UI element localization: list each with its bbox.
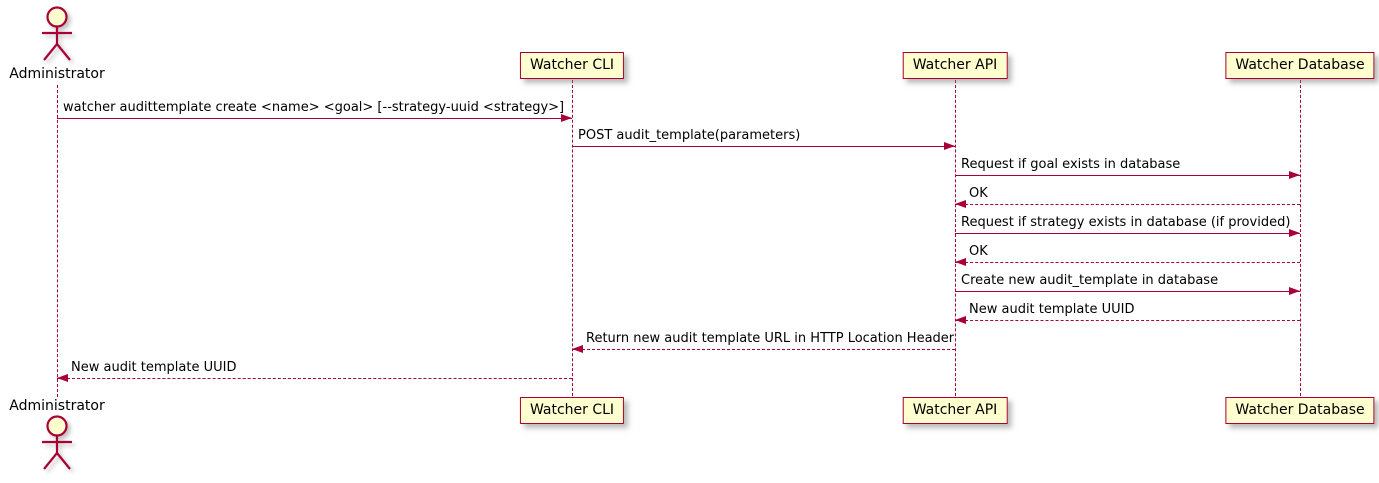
- message-line-solid: [955, 291, 1300, 292]
- arrowhead-left-icon: [955, 200, 966, 208]
- message-label: New audit template UUID: [71, 360, 237, 375]
- lifeline-administrator: [57, 85, 58, 397]
- actor-figure-top: [42, 6, 72, 61]
- message-label: Return new audit template URL in HTTP Lo…: [586, 331, 955, 346]
- arrowhead-right-icon: [1289, 287, 1300, 295]
- arrowhead-left-icon: [955, 258, 966, 266]
- actor-label-top: Administrator: [9, 66, 105, 82]
- message-label: Request if goal exists in database: [961, 157, 1181, 172]
- arrowhead-right-icon: [561, 114, 572, 122]
- message-label: OK: [969, 186, 988, 201]
- arrowhead-right-icon: [1289, 229, 1300, 237]
- message-label: Request if strategy exists in database (…: [961, 215, 1291, 230]
- message-label: Create new audit_template in database: [961, 273, 1219, 288]
- message-line-solid: [955, 175, 1300, 176]
- message-line-solid: [955, 233, 1300, 234]
- arrowhead-left-icon: [572, 345, 583, 353]
- message-label: New audit template UUID: [969, 302, 1135, 317]
- arrowhead-left-icon: [955, 316, 966, 324]
- lifeline-watcher-cli: [572, 80, 573, 396]
- message-label: watcher audittemplate create <name> <goa…: [63, 100, 565, 115]
- actor-figure-bottom: [42, 415, 72, 470]
- message-line-dashed: [572, 349, 955, 350]
- message-line-dashed: [955, 262, 1300, 263]
- arrowhead-left-icon: [57, 374, 68, 382]
- participant-box-watcher-database: Watcher Database: [1225, 52, 1375, 79]
- participant-box-watcher-cli: Watcher CLI: [519, 52, 625, 79]
- participant-box-watcher-api: Watcher API: [902, 52, 1008, 79]
- participant-box-watcher-database: Watcher Database: [1225, 397, 1375, 424]
- message-line-solid: [572, 146, 955, 147]
- message-label: OK: [969, 244, 988, 259]
- lifeline-watcher-api: [955, 80, 956, 396]
- arrowhead-right-icon: [1289, 171, 1300, 179]
- participant-box-watcher-api: Watcher API: [902, 397, 1008, 424]
- arrowhead-right-icon: [944, 142, 955, 150]
- actor-label-bottom: Administrator: [9, 398, 105, 414]
- participant-box-watcher-cli: Watcher CLI: [519, 397, 625, 424]
- message-line-dashed: [57, 378, 572, 379]
- lifeline-watcher-database: [1300, 80, 1301, 396]
- message-line-dashed: [955, 204, 1300, 205]
- message-label: POST audit_template(parameters): [578, 128, 801, 143]
- message-line-solid: [57, 118, 572, 119]
- message-line-dashed: [955, 320, 1300, 321]
